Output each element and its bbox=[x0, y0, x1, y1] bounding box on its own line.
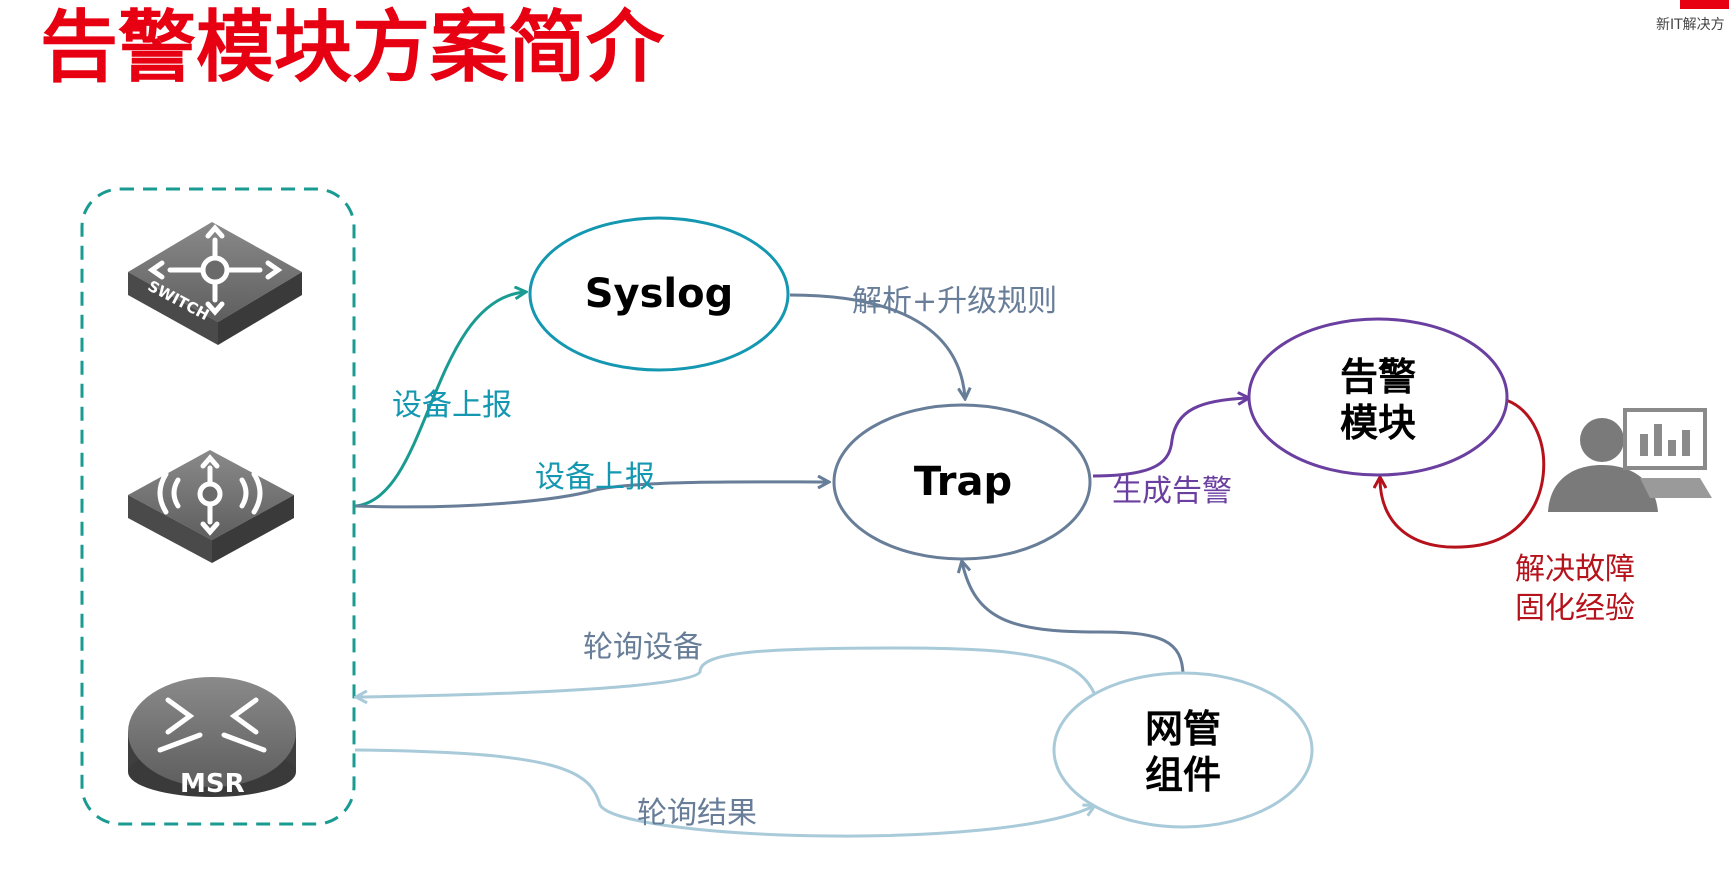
edge-nms-trap bbox=[962, 562, 1185, 677]
brand-tagline: 新IT解决方 bbox=[1656, 17, 1725, 33]
syslog-node bbox=[528, 216, 790, 372]
alarm-module-node bbox=[1247, 317, 1509, 477]
edge-poll-devices bbox=[357, 646, 1097, 697]
brand-logo bbox=[1680, 0, 1729, 9]
alarm-module-label-line1: 告警 bbox=[1339, 355, 1416, 399]
edge-generate-alarm bbox=[1092, 398, 1248, 478]
edge-poll-results bbox=[354, 748, 1094, 838]
edge-label-report-trap: 设备上报 bbox=[535, 460, 655, 495]
nms-label-line1: 网管 bbox=[1144, 707, 1221, 751]
nms-node bbox=[1052, 671, 1314, 829]
edge-label-resolve-line1: 解决故障 bbox=[1515, 552, 1635, 587]
router-icon bbox=[128, 677, 296, 797]
switch-icon bbox=[128, 222, 302, 345]
edge-report-syslog bbox=[354, 292, 525, 508]
edge-label-report-syslog: 设备上报 bbox=[392, 388, 512, 423]
edge-resolve bbox=[1380, 398, 1546, 549]
nms-label-line2: 组件 bbox=[1144, 753, 1221, 797]
router-label: MSR bbox=[180, 769, 245, 799]
edge-label-parse-rules: 解析+升级规则 bbox=[852, 284, 1058, 319]
syslog-label: Syslog bbox=[584, 271, 734, 317]
trap-label: Trap bbox=[913, 459, 1013, 505]
trap-node bbox=[832, 403, 1092, 561]
edge-report-trap bbox=[354, 482, 828, 509]
alarm-module-label-line2: 模块 bbox=[1339, 401, 1416, 445]
page-title: 告警模块方案简介 bbox=[40, 3, 665, 93]
device-group-box bbox=[80, 187, 356, 826]
edge-parse-rules bbox=[789, 293, 965, 398]
edge-label-poll-devices: 轮询设备 bbox=[583, 630, 703, 665]
wireless-ap-icon bbox=[128, 450, 294, 563]
operator-icon bbox=[1548, 408, 1712, 512]
edge-label-resolve-line2: 固化经验 bbox=[1515, 591, 1635, 626]
edge-label-poll-results: 轮询结果 bbox=[637, 796, 757, 831]
edge-label-generate-alarm: 生成告警 bbox=[1112, 474, 1232, 509]
